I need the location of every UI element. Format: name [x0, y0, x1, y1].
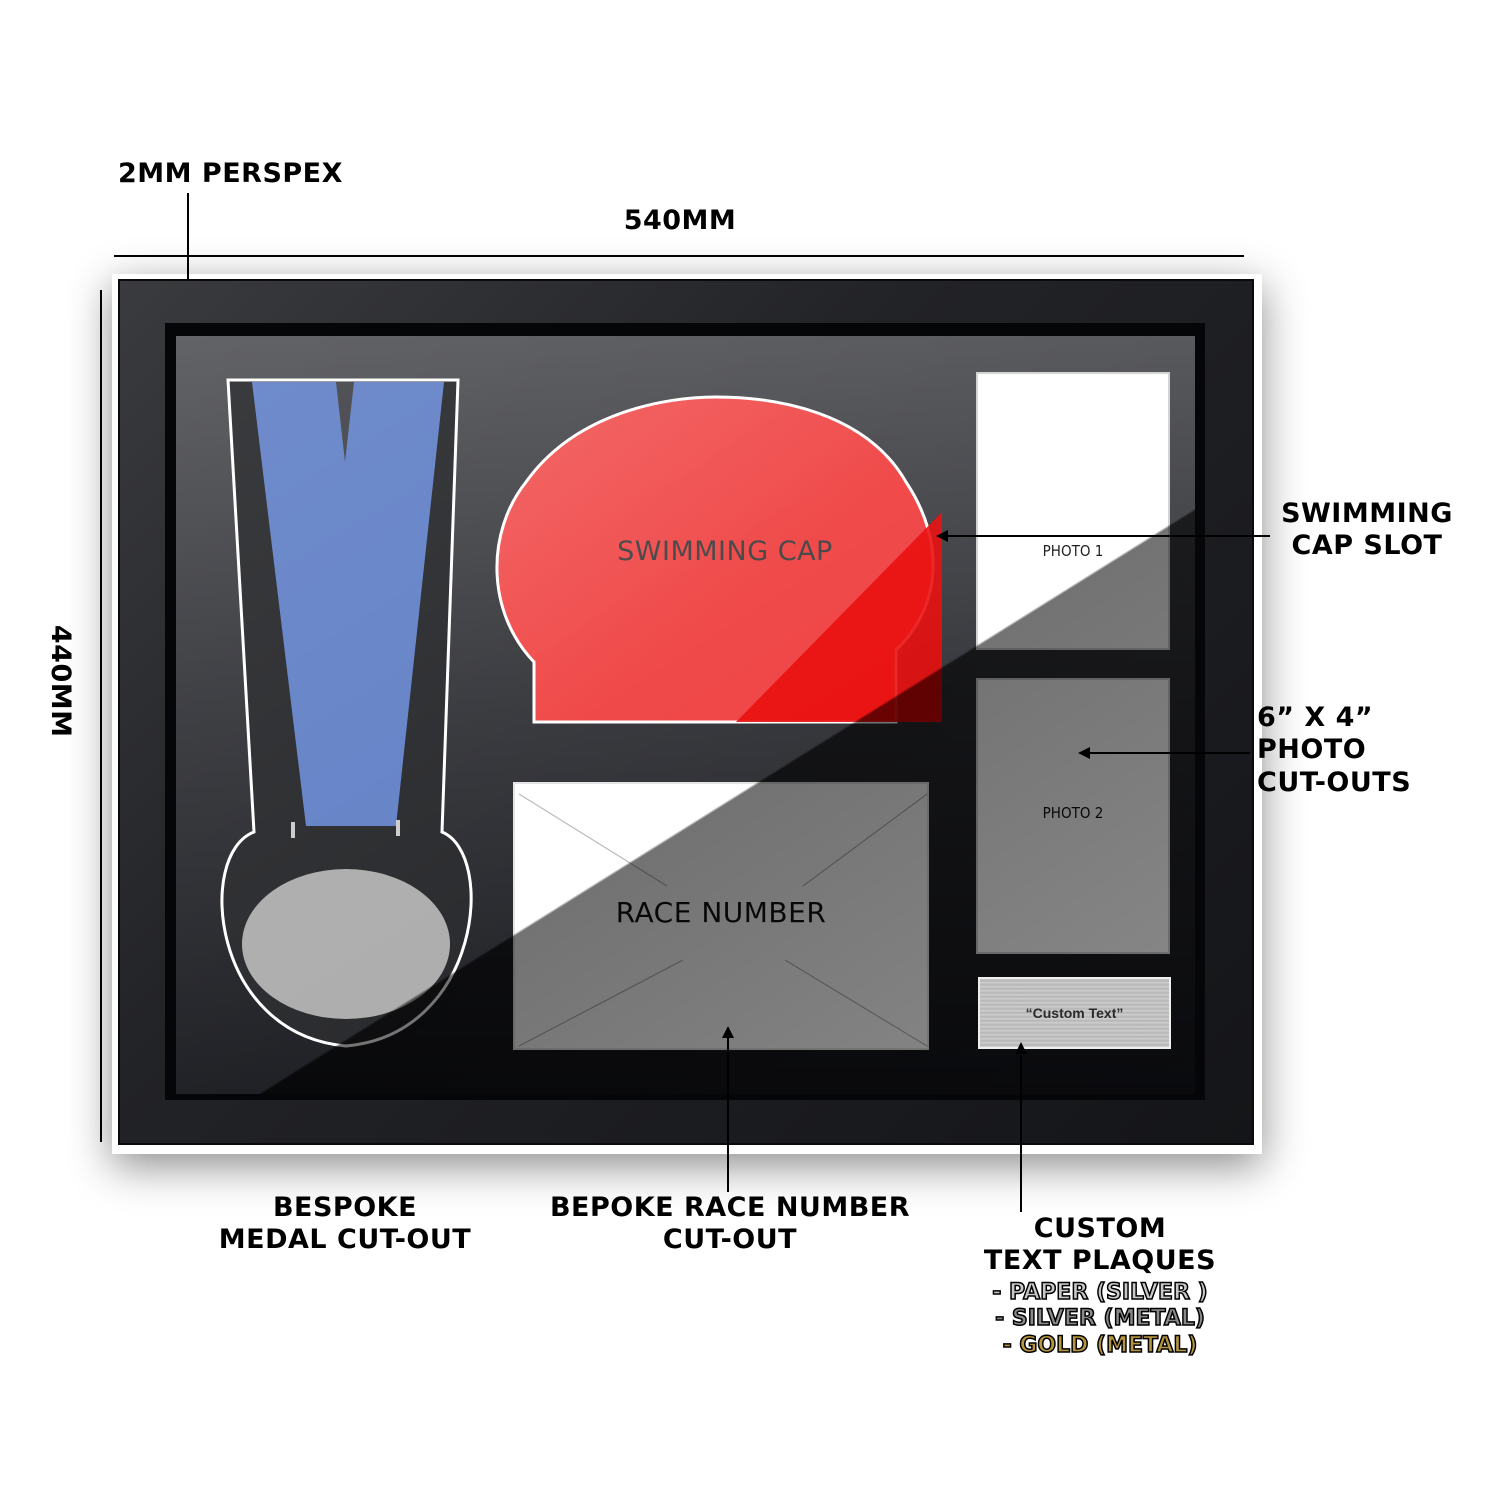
- cap-arrow-icon: [936, 530, 948, 542]
- callout-line: 6” X 4”: [1257, 702, 1374, 733]
- photo-2-text: PHOTO 2: [1042, 804, 1104, 822]
- height-dimension-line: [100, 290, 102, 1142]
- plaque-option-silver: - SILVER (METAL): [994, 1305, 1205, 1332]
- medal-icon: [242, 869, 450, 1019]
- photo-pointer-line: [1090, 752, 1250, 754]
- plaque-pointer-line: [1020, 1052, 1022, 1212]
- callout-line: CUT-OUTS: [1257, 766, 1412, 798]
- callout-line: TEXT PLAQUES: [983, 1245, 1217, 1277]
- swimming-cap-slot-callout: SWIMMING CAP SLOT: [1262, 498, 1472, 563]
- plaque-arrow-icon: [1015, 1042, 1027, 1054]
- plaque-option-paper: - PAPER (SILVER ): [992, 1279, 1209, 1306]
- callout-line: BESPOKE: [272, 1192, 418, 1223]
- photo-1-cutout: PHOTO 1: [976, 372, 1170, 650]
- callout-line: BEPOKE RACE NUMBER: [549, 1192, 911, 1223]
- height-dimension-label: 440MM: [45, 624, 77, 738]
- swimming-cap-slot-text: SWIMMING CAP: [617, 536, 833, 567]
- width-dimension-label: 540MM: [623, 205, 737, 236]
- width-dimension-line: [114, 255, 1244, 257]
- callout-line: CAP SLOT: [1291, 530, 1443, 562]
- plaque-text: “Custom Text”: [1025, 1005, 1124, 1021]
- swimming-cap-cutout: [495, 395, 942, 724]
- callout-line: MEDAL CUT-OUT: [218, 1224, 472, 1256]
- photo-1-text: PHOTO 1: [1042, 542, 1104, 560]
- race-number-cutout: RACE NUMBER: [513, 782, 929, 1050]
- callout-line: CUSTOM: [1033, 1213, 1167, 1244]
- callout-line: CUT-OUT: [662, 1224, 798, 1256]
- photo-cutouts-callout: 6” X 4” PHOTO CUT-OUTS: [1257, 702, 1457, 799]
- plaque-option-gold: - GOLD (METAL): [1002, 1332, 1198, 1359]
- cap-pointer-line: [948, 535, 1270, 537]
- photo-arrow-icon: [1078, 747, 1090, 759]
- race-number-callout: BEPOKE RACE NUMBER CUT-OUT: [540, 1192, 920, 1257]
- photo-2-cutout: PHOTO 2: [976, 678, 1170, 954]
- medal-cutout-callout: BESPOKE MEDAL CUT-OUT: [200, 1192, 490, 1257]
- custom-text-plaque: “Custom Text”: [978, 977, 1171, 1049]
- callout-line: SWIMMING: [1281, 498, 1453, 529]
- race-pointer-line: [727, 1036, 729, 1192]
- perspex-label: 2MM PERSPEX: [118, 158, 343, 189]
- medal-cutout: [220, 378, 473, 1048]
- race-number-slot-text: RACE NUMBER: [615, 896, 827, 929]
- perspex-pointer-line: [187, 193, 189, 343]
- callout-line: PHOTO: [1257, 734, 1367, 766]
- text-plaques-callout: CUSTOM TEXT PLAQUES - PAPER (SILVER ) - …: [960, 1213, 1240, 1359]
- race-arrow-icon: [722, 1026, 734, 1038]
